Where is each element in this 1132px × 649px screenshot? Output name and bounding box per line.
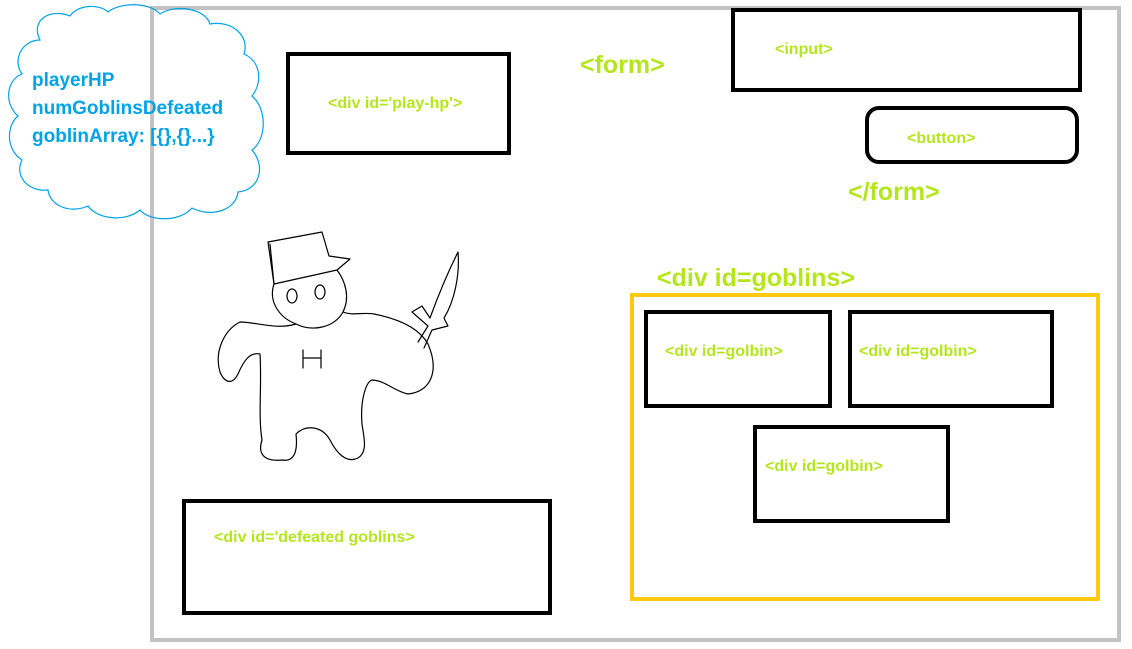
goblin-card: <div id=golbin>: [644, 310, 832, 408]
state-cloud-text: playerHP numGoblinsDefeated goblinArray:…: [32, 67, 223, 151]
goblin-card-label: <div id=golbin>: [665, 343, 783, 360]
state-player-hp: playerHP: [32, 70, 115, 91]
form-close-label: </form>: [848, 178, 940, 206]
goblin-card: <div id=golbin>: [753, 425, 950, 523]
goblin-card-label: <div id=golbin>: [765, 458, 883, 475]
form-open-label: <form>: [580, 51, 665, 79]
goblin-card: <div id=golbin>: [848, 310, 1054, 408]
player-hp-label: <div id='play-hp'>: [328, 95, 463, 112]
goblins-container: [630, 293, 1100, 601]
button-label: <button>: [907, 130, 976, 147]
state-goblin-array: goblinArray: [{},{}...}: [32, 126, 215, 147]
goblins-heading: <div id=goblins>: [657, 264, 855, 292]
goblin-card-label: <div id=golbin>: [859, 343, 977, 360]
page-frame: [150, 6, 1121, 642]
input-label: <input>: [775, 41, 833, 58]
defeated-goblins-box: <div id='defeated goblins>: [182, 499, 552, 615]
player-hp-box: <div id='play-hp'>: [286, 52, 511, 155]
defeated-goblins-label: <div id='defeated goblins>: [214, 529, 415, 546]
button-box[interactable]: <button>: [865, 106, 1079, 164]
input-box[interactable]: <input>: [731, 8, 1082, 92]
state-num-goblins-defeated: numGoblinsDefeated: [32, 98, 224, 119]
